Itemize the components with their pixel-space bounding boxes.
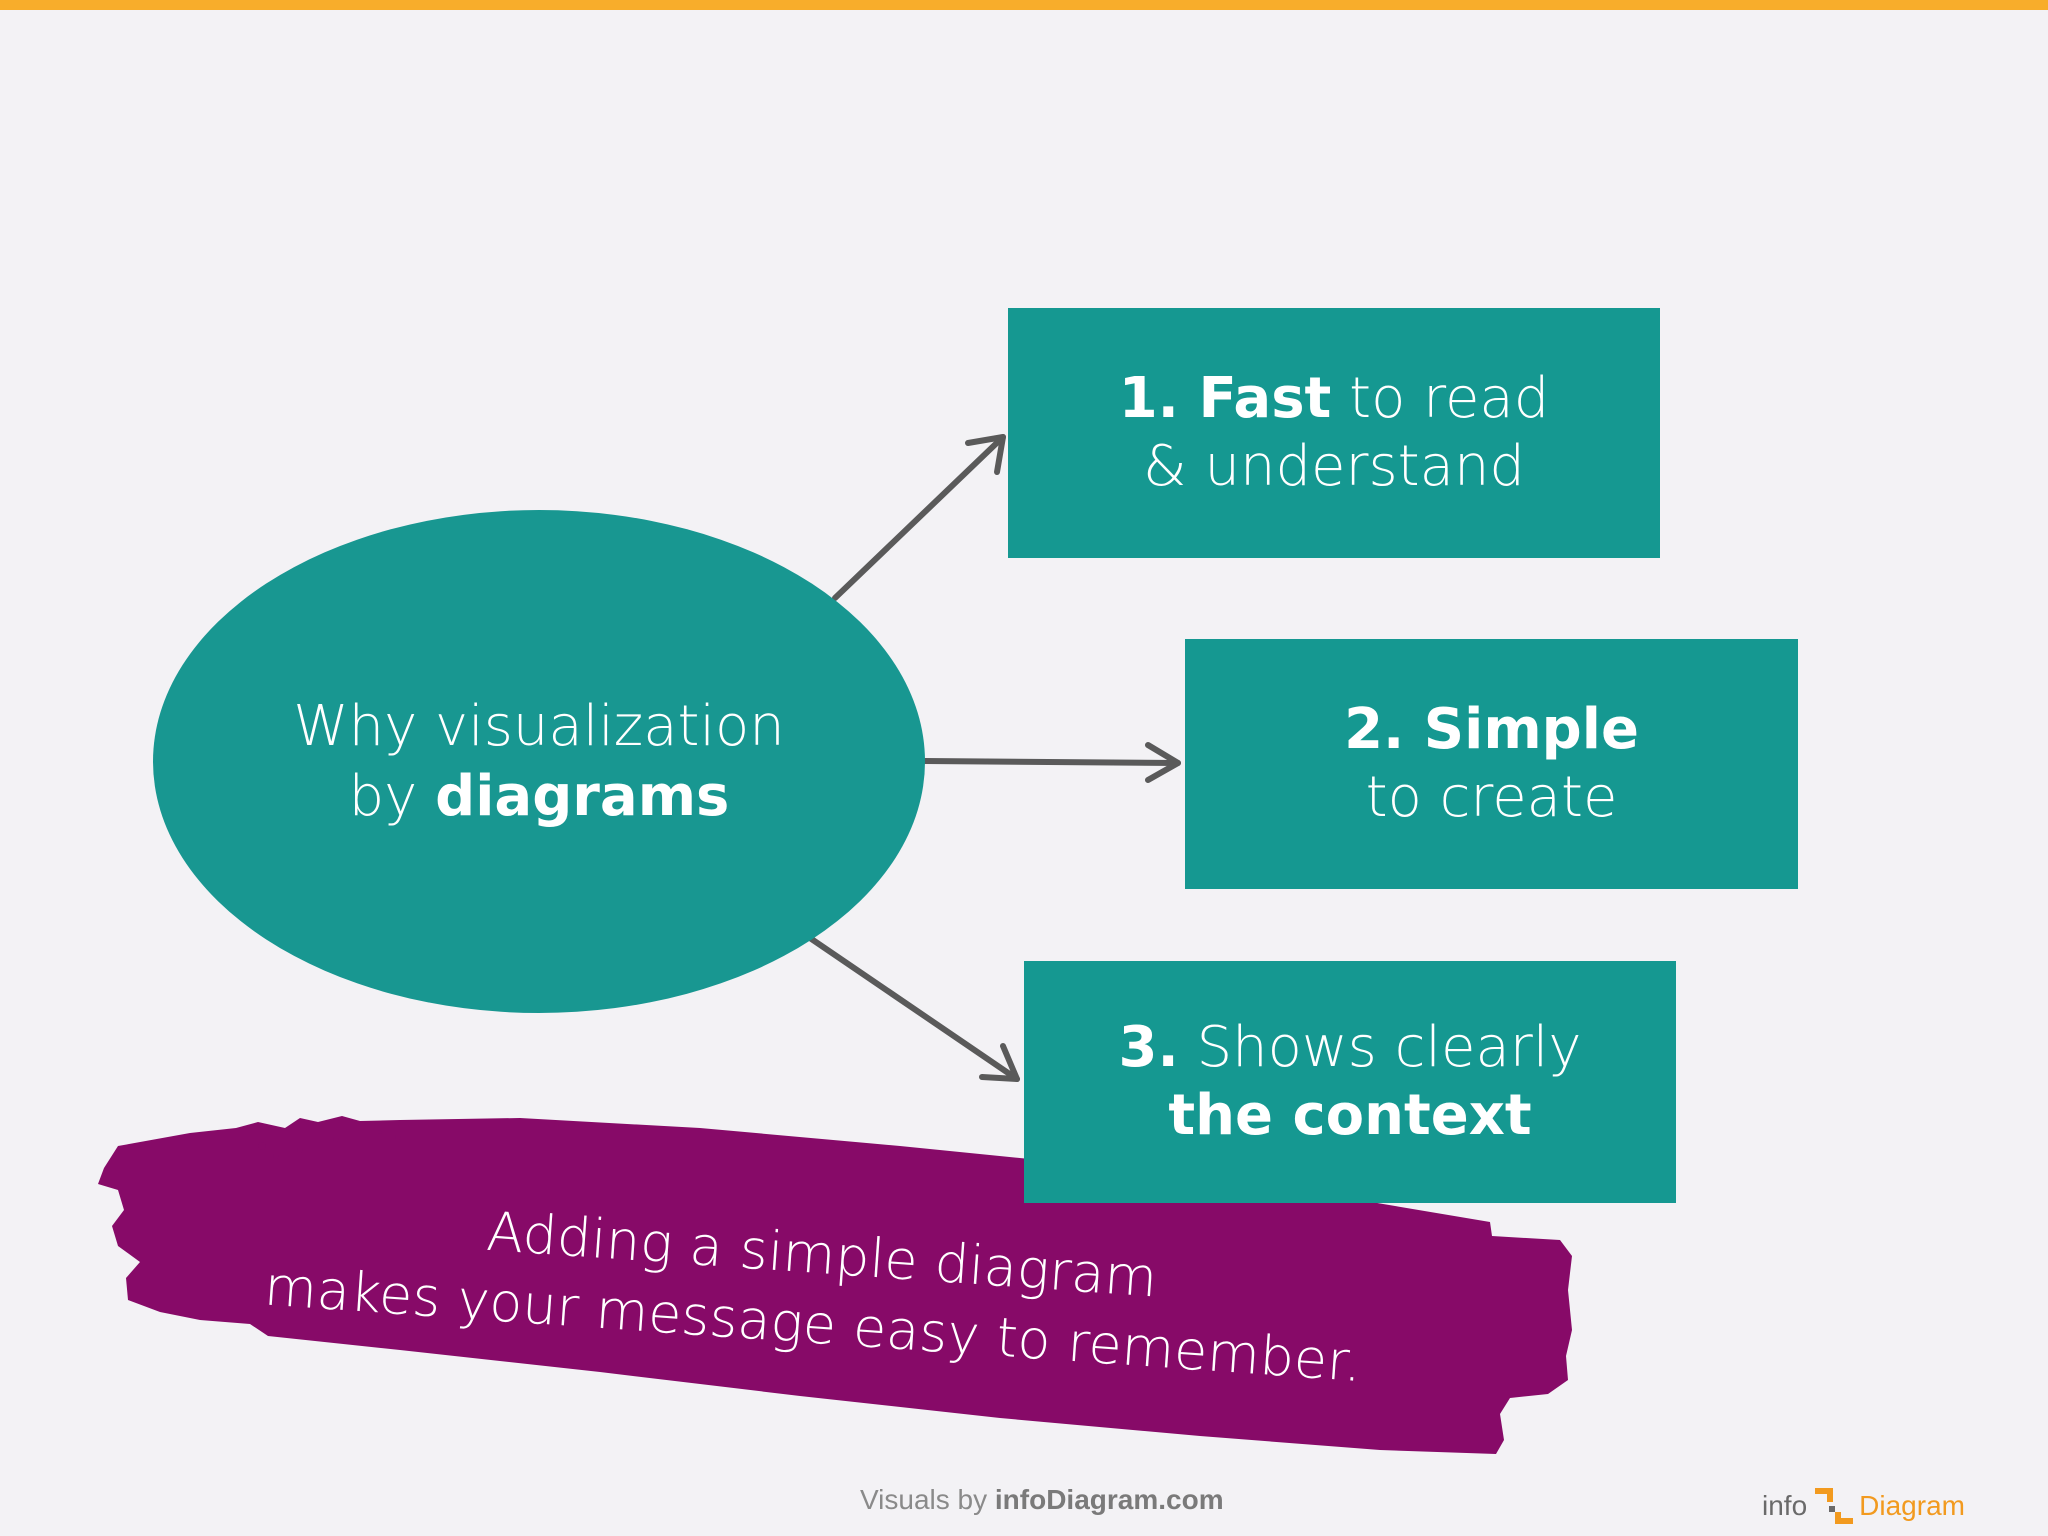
central-topic-line-2: by diagrams bbox=[349, 762, 730, 832]
reason-3-rest: Shows clearly bbox=[1178, 1015, 1582, 1080]
central-topic-line-1: Why visualization bbox=[293, 693, 785, 759]
central-topic-prefix: by bbox=[348, 763, 436, 829]
footer-prefix: Visuals by bbox=[860, 1484, 995, 1515]
central-topic-ellipse: Why visualization by diagrams bbox=[153, 510, 925, 1013]
reason-3-line-1: 3. Shows clearly bbox=[1119, 1014, 1582, 1082]
central-topic-bold: diagrams bbox=[435, 763, 730, 829]
logo-info-text: info bbox=[1762, 1490, 1808, 1521]
reason-box-1: 1. Fast to read & understand bbox=[1008, 308, 1660, 558]
footer-credit: Visuals by infoDiagram.com bbox=[860, 1484, 1224, 1516]
reason-2-line-2: to create bbox=[1365, 765, 1618, 830]
reason-1-line-1: 1. Fast to read bbox=[1119, 365, 1550, 433]
footer-brand: infoDiagram.com bbox=[994, 1484, 1224, 1515]
reason-1-rest: to read bbox=[1331, 366, 1550, 431]
reason-1-line-2: & understand bbox=[1143, 434, 1525, 499]
infodiagram-logo: info Diagram bbox=[1762, 1486, 1965, 1526]
top-accent-bar bbox=[0, 0, 2048, 10]
reason-3-line-2: the context bbox=[1168, 1083, 1532, 1148]
reason-3-bold: 3. bbox=[1118, 1015, 1179, 1080]
reason-box-3: 3. Shows clearly the context bbox=[1024, 961, 1676, 1203]
reason-1-bold: 1. Fast bbox=[1118, 366, 1332, 431]
logo-diagram-text: Diagram bbox=[1859, 1490, 1965, 1521]
logo-mark-icon bbox=[1811, 1486, 1855, 1526]
reason-2-bold: 2. Simple bbox=[1344, 697, 1639, 762]
reason-box-2: 2. Simple to create bbox=[1185, 639, 1798, 889]
